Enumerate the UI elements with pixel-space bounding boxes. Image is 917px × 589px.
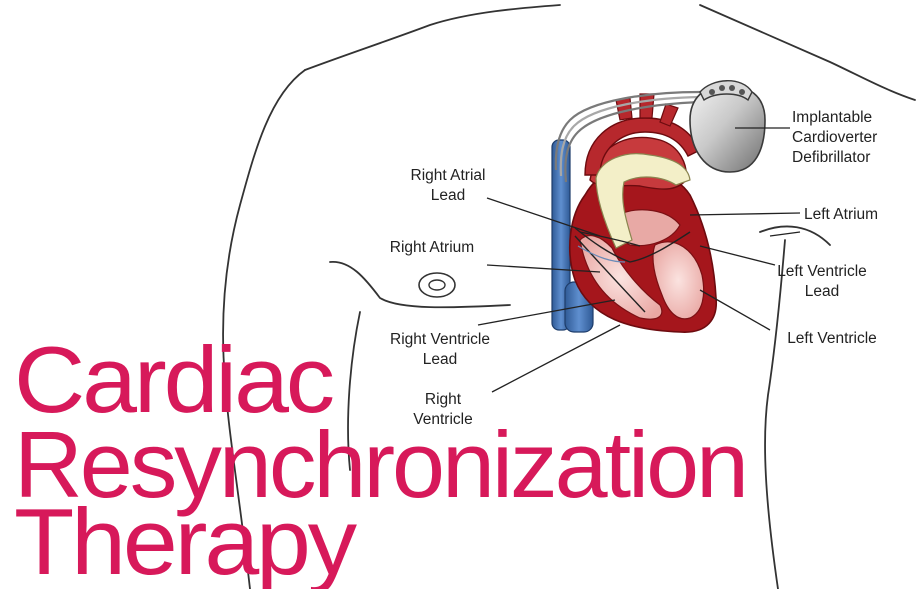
svg-text:Lead: Lead	[431, 187, 465, 204]
label-right-ventricle-lead: Right Ventricle Lead	[390, 331, 490, 368]
svg-text:Right Atrium: Right Atrium	[390, 239, 474, 256]
svg-text:Left Atrium: Left Atrium	[804, 206, 878, 223]
label-right-atrium: Right Atrium	[390, 239, 474, 256]
icd-device	[690, 81, 765, 172]
svg-text:Lead: Lead	[423, 351, 457, 368]
svg-text:Right Ventricle: Right Ventricle	[390, 331, 490, 348]
svg-text:Cardioverter: Cardioverter	[792, 129, 877, 146]
label-left-ventricle-lead: Left Ventricle Lead	[777, 263, 867, 300]
svg-text:Implantable: Implantable	[792, 109, 872, 126]
svg-text:Left Ventricle: Left Ventricle	[777, 263, 867, 280]
title-line-3: Therapy	[14, 489, 357, 589]
label-left-atrium: Left Atrium	[804, 206, 878, 223]
label-icd: Implantable Cardioverter Defibrillator	[792, 109, 877, 166]
nipple	[419, 273, 455, 297]
svg-text:Lead: Lead	[805, 283, 839, 300]
svg-text:Right: Right	[425, 391, 462, 408]
label-left-ventricle: Left Ventricle	[787, 330, 877, 347]
svg-text:Defibrillator: Defibrillator	[792, 149, 870, 166]
svg-text:Left Ventricle: Left Ventricle	[787, 330, 877, 347]
svg-text:Right Atrial: Right Atrial	[411, 167, 486, 184]
label-right-atrial-lead: Right Atrial Lead	[411, 167, 486, 204]
title: Cardiac Resynchronization Therapy	[14, 327, 746, 589]
